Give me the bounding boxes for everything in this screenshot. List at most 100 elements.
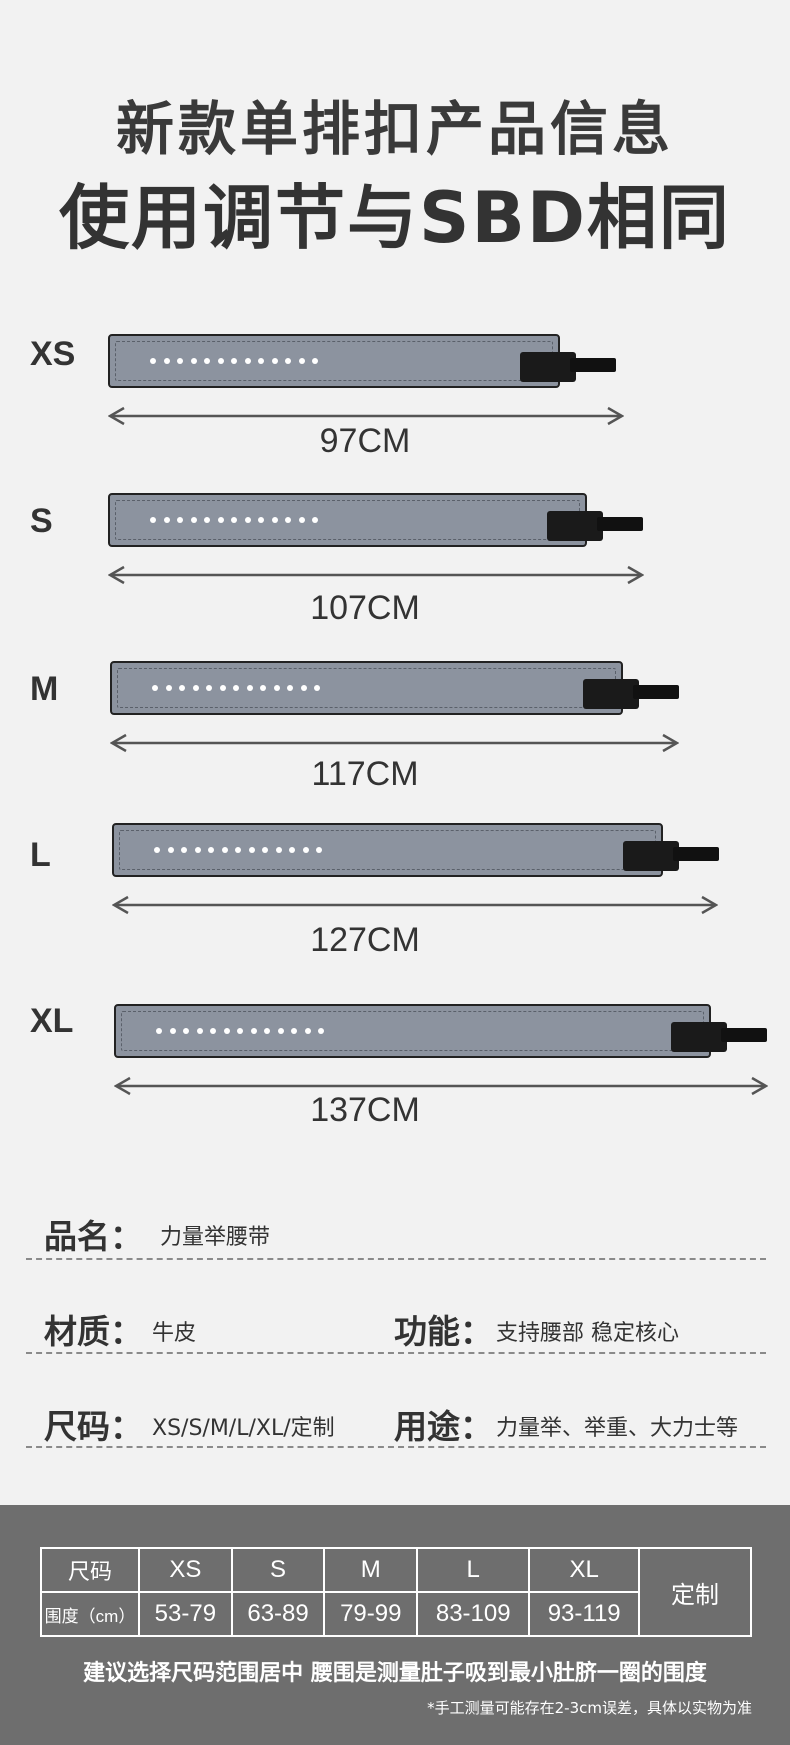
custom-size-cell: 定制 [638, 1547, 752, 1637]
product-name-key: 品名： [44, 1217, 143, 1256]
material-value: 牛皮 [152, 1321, 197, 1346]
size-advice: 建议选择尺码范围居中 腰围是测量肚子吸到最小肚脐一圈的围度 [83, 1661, 707, 1686]
belt-hole [163, 358, 170, 364]
belt-hole [167, 847, 174, 853]
buckle-prong-icon [721, 1028, 767, 1042]
belt-illustration [112, 823, 663, 877]
belt-hole [300, 685, 307, 691]
belt-hole [150, 358, 156, 364]
belt-hole [217, 358, 224, 364]
belt-hole [273, 685, 280, 691]
belt-hole [246, 685, 253, 691]
belt-hole [196, 1028, 203, 1034]
belt-hole [302, 847, 309, 853]
belt-hole [177, 517, 183, 523]
belt-hole [318, 1028, 324, 1034]
belt-hole [210, 1028, 216, 1034]
belt-hole [298, 358, 305, 364]
size-label-m: M [30, 670, 59, 708]
length-label: 107CM [310, 589, 420, 627]
belt-hole [183, 1028, 189, 1034]
belt-hole [312, 517, 318, 523]
buckle-icon [520, 352, 576, 382]
belt-hole [177, 358, 183, 364]
belt-hole [235, 847, 241, 853]
size-chart-panel: 尺码 XS S M L XL 定制 围度（cm） 53-79 63-89 79-… [0, 1505, 790, 1745]
belt-hole [152, 685, 158, 691]
size-cell: XL [528, 1547, 640, 1593]
belt-hole [248, 847, 255, 853]
size-label-xl: XL [30, 1002, 74, 1040]
belt-hole [150, 517, 156, 523]
belt-hole [204, 517, 210, 523]
size-table: 尺码 XS S M L XL 定制 围度（cm） 53-79 63-89 79-… [40, 1547, 752, 1637]
belt-hole [287, 685, 293, 691]
use-key: 用途： [394, 1407, 493, 1446]
belt-hole [181, 847, 187, 853]
belt-stitching [121, 1011, 704, 1051]
belt-hole [217, 517, 224, 523]
belt-hole [156, 1028, 162, 1034]
size-row-header: 尺码 [40, 1547, 140, 1593]
measurement-note: *手工测量可能存在2-3cm误差，具体以实物为准 [427, 1699, 752, 1717]
buckle-icon [547, 511, 603, 541]
belt-hole [275, 847, 282, 853]
belt-hole [260, 685, 266, 691]
belt-hole [314, 685, 320, 691]
function-value: 支持腰部 稳定核心 [496, 1321, 679, 1346]
belt-hole [262, 847, 268, 853]
buckle-icon [671, 1022, 727, 1052]
belt-stitching [115, 500, 580, 540]
belt-illustration [108, 493, 587, 547]
length-arrow-icon [108, 406, 624, 426]
buckle-prong-icon [673, 847, 719, 861]
belt-hole [206, 685, 212, 691]
belt-hole [231, 358, 237, 364]
range-cell: 53-79 [138, 1591, 233, 1637]
belt-hole [258, 358, 264, 364]
belt-illustration [110, 661, 623, 715]
divider-1 [26, 1258, 766, 1260]
range-row-header: 围度（cm） [40, 1591, 140, 1637]
size-cell: XS [138, 1547, 233, 1593]
belt-hole [258, 517, 264, 523]
belt-illustration [108, 334, 560, 388]
range-cell: 79-99 [323, 1591, 419, 1637]
belt-hole [289, 847, 295, 853]
belt-hole [219, 685, 226, 691]
range-row: 围度（cm） 53-79 63-89 79-99 83-109 93-119 [40, 1591, 751, 1637]
belt-hole [190, 517, 197, 523]
size-label-l: L [30, 836, 51, 874]
title-line-2: 使用调节与SBD相同 [59, 177, 731, 259]
belt-hole [316, 847, 322, 853]
buckle-prong-icon [633, 685, 679, 699]
size-label-s: S [30, 502, 53, 540]
divider-2 [26, 1352, 766, 1354]
buckle-icon [583, 679, 639, 709]
belt-hole [304, 1028, 311, 1034]
function-key: 功能： [394, 1312, 493, 1351]
length-label: 117CM [311, 755, 419, 793]
divider-3 [26, 1446, 766, 1448]
length-arrow-icon [114, 1076, 768, 1096]
size-cell: S [230, 1547, 326, 1593]
belt-hole [244, 358, 251, 364]
use-value: 力量举、举重、大力士等 [496, 1416, 739, 1441]
belt-illustration [114, 1004, 711, 1058]
length-label: 137CM [310, 1091, 420, 1129]
belt-hole [190, 358, 197, 364]
range-cell: 63-89 [230, 1591, 326, 1637]
belt-hole [194, 847, 201, 853]
buckle-prong-icon [570, 358, 616, 372]
length-arrow-icon [108, 565, 644, 585]
length-label: 97CM [319, 422, 411, 460]
range-cell: 93-119 [528, 1591, 640, 1637]
belt-hole [271, 358, 278, 364]
product-name-value: 力量举腰带 [160, 1225, 271, 1250]
belt-hole [165, 685, 172, 691]
belt-hole [231, 517, 237, 523]
range-cell: 83-109 [416, 1591, 531, 1637]
size-label-xs: XS [30, 335, 76, 373]
material-key: 材质： [44, 1312, 143, 1351]
belt-hole [169, 1028, 176, 1034]
